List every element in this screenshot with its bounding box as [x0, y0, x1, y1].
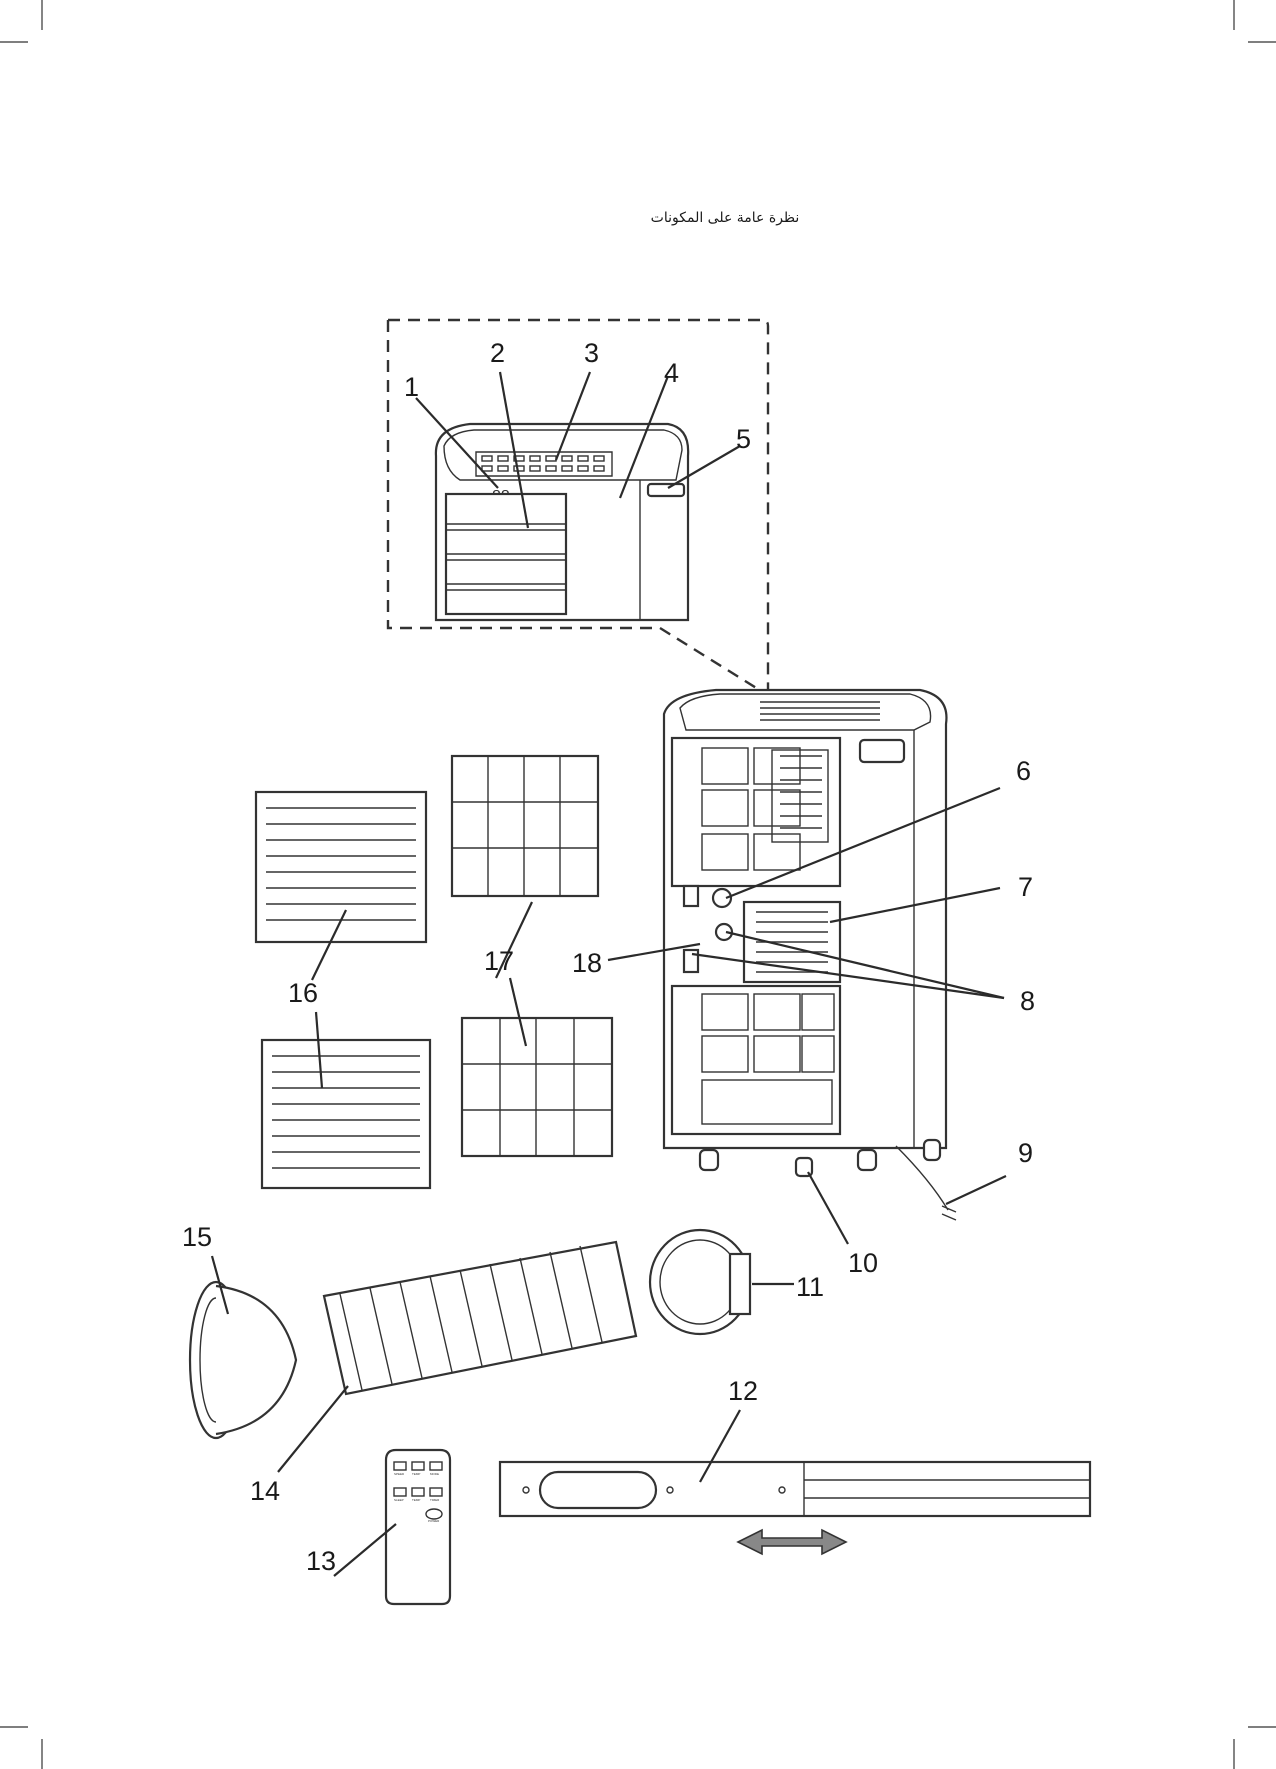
callout-12: 12: [728, 1376, 758, 1406]
callout-7: 7: [1018, 872, 1033, 902]
remote-button-label: TEMP: [412, 1498, 420, 1502]
callout-1: 1: [404, 372, 419, 402]
remote-button-label: POWER: [428, 1519, 440, 1523]
callout-16: 16: [288, 978, 318, 1008]
callout-4: 4: [664, 358, 679, 388]
filters-16: [256, 792, 430, 1188]
hose-adapter-15: [190, 1282, 296, 1438]
remote-control-13: SPEED TEMP MODE SLEEP TEMP TIMER POWER: [386, 1450, 450, 1604]
remote-button-label: TIMER: [430, 1498, 440, 1502]
remote-button-label: TEMP: [412, 1472, 420, 1476]
callout-14: 14: [250, 1476, 280, 1506]
callout-10: 10: [848, 1248, 878, 1278]
callout-2: 2: [490, 338, 505, 368]
callout-9: 9: [1018, 1138, 1033, 1168]
control-panel-inset: 88: [388, 320, 768, 694]
window-slider-12: [500, 1462, 1090, 1516]
callout-11: 11: [796, 1272, 824, 1302]
callout-17: 17: [484, 946, 514, 976]
callout-8: 8: [1020, 986, 1035, 1016]
callout-13: 13: [306, 1546, 336, 1576]
main-unit: [664, 690, 956, 1220]
exhaust-hose-14: [324, 1242, 636, 1394]
callout-18: 18: [572, 948, 602, 978]
remote-button-label: MODE: [430, 1472, 439, 1476]
callout-6: 6: [1016, 756, 1031, 786]
remote-button-label: SLEEP: [394, 1498, 404, 1502]
callout-3: 3: [584, 338, 599, 368]
remote-button-label: SPEED: [394, 1472, 405, 1476]
callout-5: 5: [736, 424, 751, 454]
window-adapter-11: [650, 1230, 750, 1334]
callout-15: 15: [182, 1222, 212, 1252]
slide-arrow: [738, 1530, 846, 1554]
